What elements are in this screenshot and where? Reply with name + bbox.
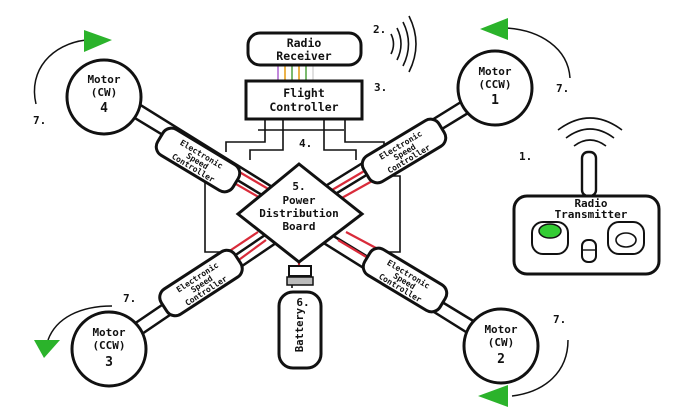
rotation-arrow-motor-1: 7. xyxy=(480,18,571,95)
rotation-arrow-motor-3: 7. xyxy=(34,292,136,358)
motor-4-line2: (CW) xyxy=(91,86,118,99)
motor-1: Motor (CCW) 1 xyxy=(456,49,534,127)
motor-2-line2: (CW) xyxy=(488,336,515,349)
motor-1-line1: Motor xyxy=(478,65,511,78)
green-arrow-icon xyxy=(480,18,508,40)
green-arrow-icon xyxy=(84,30,112,52)
motor-4: Motor (CW) 4 xyxy=(65,58,143,136)
motor-2-id: 2 xyxy=(497,352,505,367)
receiver-line2: Receiver xyxy=(276,49,331,63)
motor-3-line2: (CCW) xyxy=(92,339,125,352)
receiver-line1: Radio xyxy=(287,36,322,50)
rotation-arrow-motor-4: 7. xyxy=(33,30,112,127)
battery: Battery 6. xyxy=(277,265,323,370)
motor-3-id: 3 xyxy=(105,355,113,370)
rotation-number-br: 7. xyxy=(553,313,566,326)
esc-top-right: Electronic Speed Controller xyxy=(360,117,448,185)
power-distribution-board: 5. Power Distribution Board xyxy=(235,162,365,264)
receiver-wires xyxy=(277,64,314,80)
radio-transmitter: 1. Radio Transmitter xyxy=(512,117,661,276)
right-stick-icon xyxy=(607,221,645,255)
green-arrow-icon xyxy=(478,385,508,407)
pdb-line2: Distribution xyxy=(259,207,338,220)
fc-line1: Flight xyxy=(283,86,325,100)
receiver-signal-icon xyxy=(390,15,417,73)
motor-3-line1: Motor xyxy=(92,326,125,339)
pdb-number: 5. xyxy=(292,180,305,193)
fc-line2: Controller xyxy=(269,100,338,114)
signal-number: 4. xyxy=(299,137,312,150)
receiver-number: 2. xyxy=(373,23,386,36)
fc-number: 3. xyxy=(374,81,387,94)
esc-bottom-left: Electronic Speed Controller xyxy=(158,248,244,318)
transmitter-number: 1. xyxy=(519,150,532,163)
rotation-number-bl: 7. xyxy=(123,292,136,305)
motor-2: Motor (CW) 2 xyxy=(462,307,540,385)
flight-controller: Flight Controller 3. xyxy=(244,79,387,121)
transmitter-line2: Transmitter xyxy=(555,208,628,221)
green-arrow-icon xyxy=(34,340,60,358)
battery-number: 6. xyxy=(296,296,309,309)
transmitter-line1: Radio xyxy=(574,197,607,210)
motor-3: Motor (CCW) 3 xyxy=(70,310,148,388)
rotation-number-tr: 7. xyxy=(556,82,569,95)
motor-4-id: 4 xyxy=(100,101,108,116)
motor-1-line2: (CCW) xyxy=(478,78,511,91)
motor-1-id: 1 xyxy=(491,93,499,108)
rotation-arrow-motor-2: 7. xyxy=(478,313,569,407)
transmitter-signal-icon xyxy=(557,117,623,147)
radio-receiver: Radio Receiver 2. xyxy=(246,15,417,73)
antenna xyxy=(580,150,598,198)
motor-2-line1: Motor xyxy=(484,323,517,336)
pdb-line3: Board xyxy=(282,220,315,233)
power-wires xyxy=(227,169,377,278)
battery-label: Battery xyxy=(294,307,306,352)
center-switch-icon xyxy=(581,239,597,263)
left-stick-icon xyxy=(531,221,569,255)
esc-bottom-right: Electronic Speed Controller xyxy=(361,246,449,314)
motor-4-line1: Motor xyxy=(87,73,120,86)
pdb-line1: Power xyxy=(282,194,315,207)
rotation-number-tl: 7. xyxy=(33,114,46,127)
esc-top-left: Electronic Speed Controller xyxy=(154,126,242,194)
